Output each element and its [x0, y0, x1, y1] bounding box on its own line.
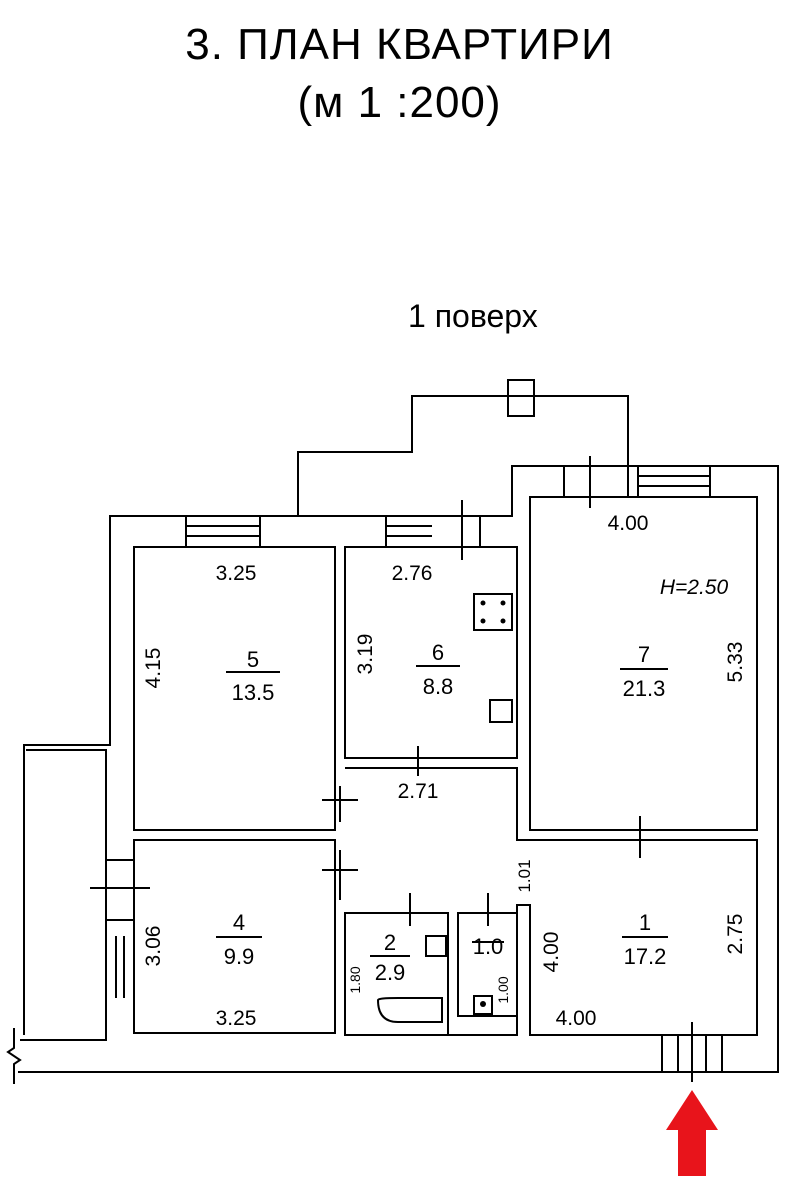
room-7-area: 21.3	[623, 676, 666, 701]
room-2-number: 2	[384, 930, 396, 955]
room-1-area: 17.2	[624, 944, 667, 969]
room-1-height: 4.00	[540, 932, 563, 973]
room-1-width: 4.00	[556, 1007, 597, 1030]
entrance-arrow	[666, 1090, 718, 1176]
window-entrance	[661, 1035, 723, 1072]
door-marks	[90, 456, 693, 1082]
plan-scale: (м 1 :200)	[297, 78, 502, 127]
room-2-dim: 1.80	[347, 966, 363, 993]
chimney-box	[507, 379, 535, 417]
room-wc-area: 1.0	[473, 934, 504, 959]
break-line	[6, 1028, 22, 1084]
window-room-4	[106, 859, 134, 998]
corridor-width: 2.71	[398, 780, 439, 803]
room-4-area: 9.9	[224, 944, 255, 969]
room-7-outline	[529, 496, 758, 831]
room-1-side: 2.75	[724, 914, 747, 955]
kitchen-sink	[489, 699, 513, 723]
room-6-outline	[344, 546, 518, 759]
room-4-width: 3.25	[216, 1007, 257, 1030]
room-5-area: 13.5	[232, 680, 275, 705]
room-4-height: 3.06	[142, 926, 165, 967]
room-7-number: 7	[638, 642, 650, 667]
floor-label: 1 поверх	[408, 298, 538, 334]
window-room-6	[385, 516, 481, 547]
room-6-width: 2.76	[392, 562, 433, 585]
corridor-outline	[345, 767, 758, 1036]
room-4-outline	[133, 839, 336, 1034]
room-5-height: 4.15	[142, 648, 165, 689]
room-2-area: 2.9	[375, 960, 406, 985]
outer-wall	[18, 465, 779, 1073]
stove	[473, 593, 513, 631]
room-5-outline	[133, 546, 336, 831]
room-1-passage-dim: 1.01	[515, 859, 534, 892]
room-7-width: 4.00	[608, 512, 649, 535]
room-6-number: 6	[432, 640, 444, 665]
room-5-number: 5	[247, 647, 259, 672]
plan-title: 3. ПЛАН КВАРТИРИ	[185, 20, 614, 69]
roof-shaft	[297, 395, 629, 516]
room-7-height: 5.33	[724, 642, 747, 683]
room-4-number: 4	[233, 910, 245, 935]
window-room-7	[563, 466, 711, 497]
ceiling-height: Н=2.50	[660, 576, 729, 599]
room-1-number: 1	[639, 910, 651, 935]
room-wc-dim: 1.00	[495, 976, 511, 1003]
inner-wall-outline	[20, 749, 107, 1041]
bathtub	[376, 997, 443, 1023]
room-2-outline	[344, 912, 449, 1036]
room-5-width: 3.25	[216, 562, 257, 585]
toilet-base	[473, 995, 493, 1015]
window-room-5	[185, 516, 261, 547]
bathroom-sink	[425, 935, 447, 957]
room-6-area: 8.8	[423, 674, 454, 699]
room-6-height: 3.19	[354, 634, 377, 675]
